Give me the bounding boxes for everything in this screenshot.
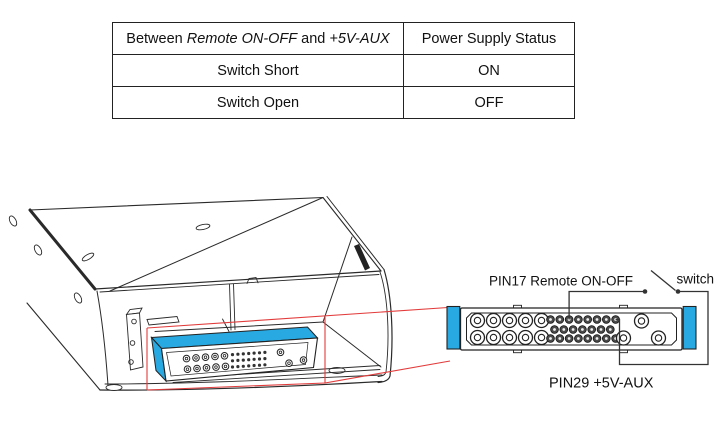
header-text: Between bbox=[126, 30, 187, 47]
chassis-foot bbox=[105, 384, 123, 391]
pin29-label: PIN29 +5V-AUX bbox=[549, 376, 654, 392]
header-text: and bbox=[297, 30, 330, 47]
switch-terminal bbox=[642, 289, 648, 294]
connector-end-cap-left bbox=[446, 305, 461, 350]
table-header-status: Power Supply Status bbox=[403, 22, 575, 55]
table-header-condition: Between Remote ON-OFF and +5V-AUX bbox=[112, 22, 404, 55]
vent-slot bbox=[354, 244, 370, 271]
switch-circuit bbox=[568, 269, 709, 366]
remote-onoff-table: Between Remote ON-OFF and +5V-AUX Power … bbox=[112, 22, 575, 119]
connector-end-cap-right bbox=[682, 305, 697, 350]
cell-status: ON bbox=[403, 54, 575, 87]
connector-bracket bbox=[125, 307, 144, 371]
switch-lever bbox=[650, 269, 676, 292]
connector-pin-face bbox=[160, 337, 319, 382]
table-row: Switch Short ON bbox=[112, 54, 575, 87]
header-text-italic: Remote ON-OFF bbox=[186, 30, 298, 47]
zoom-callout-lines bbox=[146, 306, 451, 391]
interior-divider bbox=[222, 283, 236, 332]
table-row: Switch Open OFF bbox=[112, 86, 575, 119]
pin17-label: PIN17 Remote ON-OFF bbox=[489, 274, 633, 289]
cell-status: OFF bbox=[403, 86, 575, 119]
table-header-row: Between Remote ON-OFF and +5V-AUX Power … bbox=[112, 22, 575, 55]
cell-condition: Switch Open bbox=[112, 86, 404, 119]
output-connector-chassis bbox=[150, 326, 319, 383]
header-text-italic: +5V-AUX bbox=[329, 30, 390, 47]
switch-label: switch bbox=[677, 272, 715, 287]
chassis-edge bbox=[28, 208, 97, 291]
chassis-holes bbox=[8, 215, 211, 304]
switch-terminal bbox=[675, 289, 681, 294]
connector-detail-view: PIN17 Remote ON-OFF switch PIN29 +5V-AUX bbox=[446, 269, 715, 392]
